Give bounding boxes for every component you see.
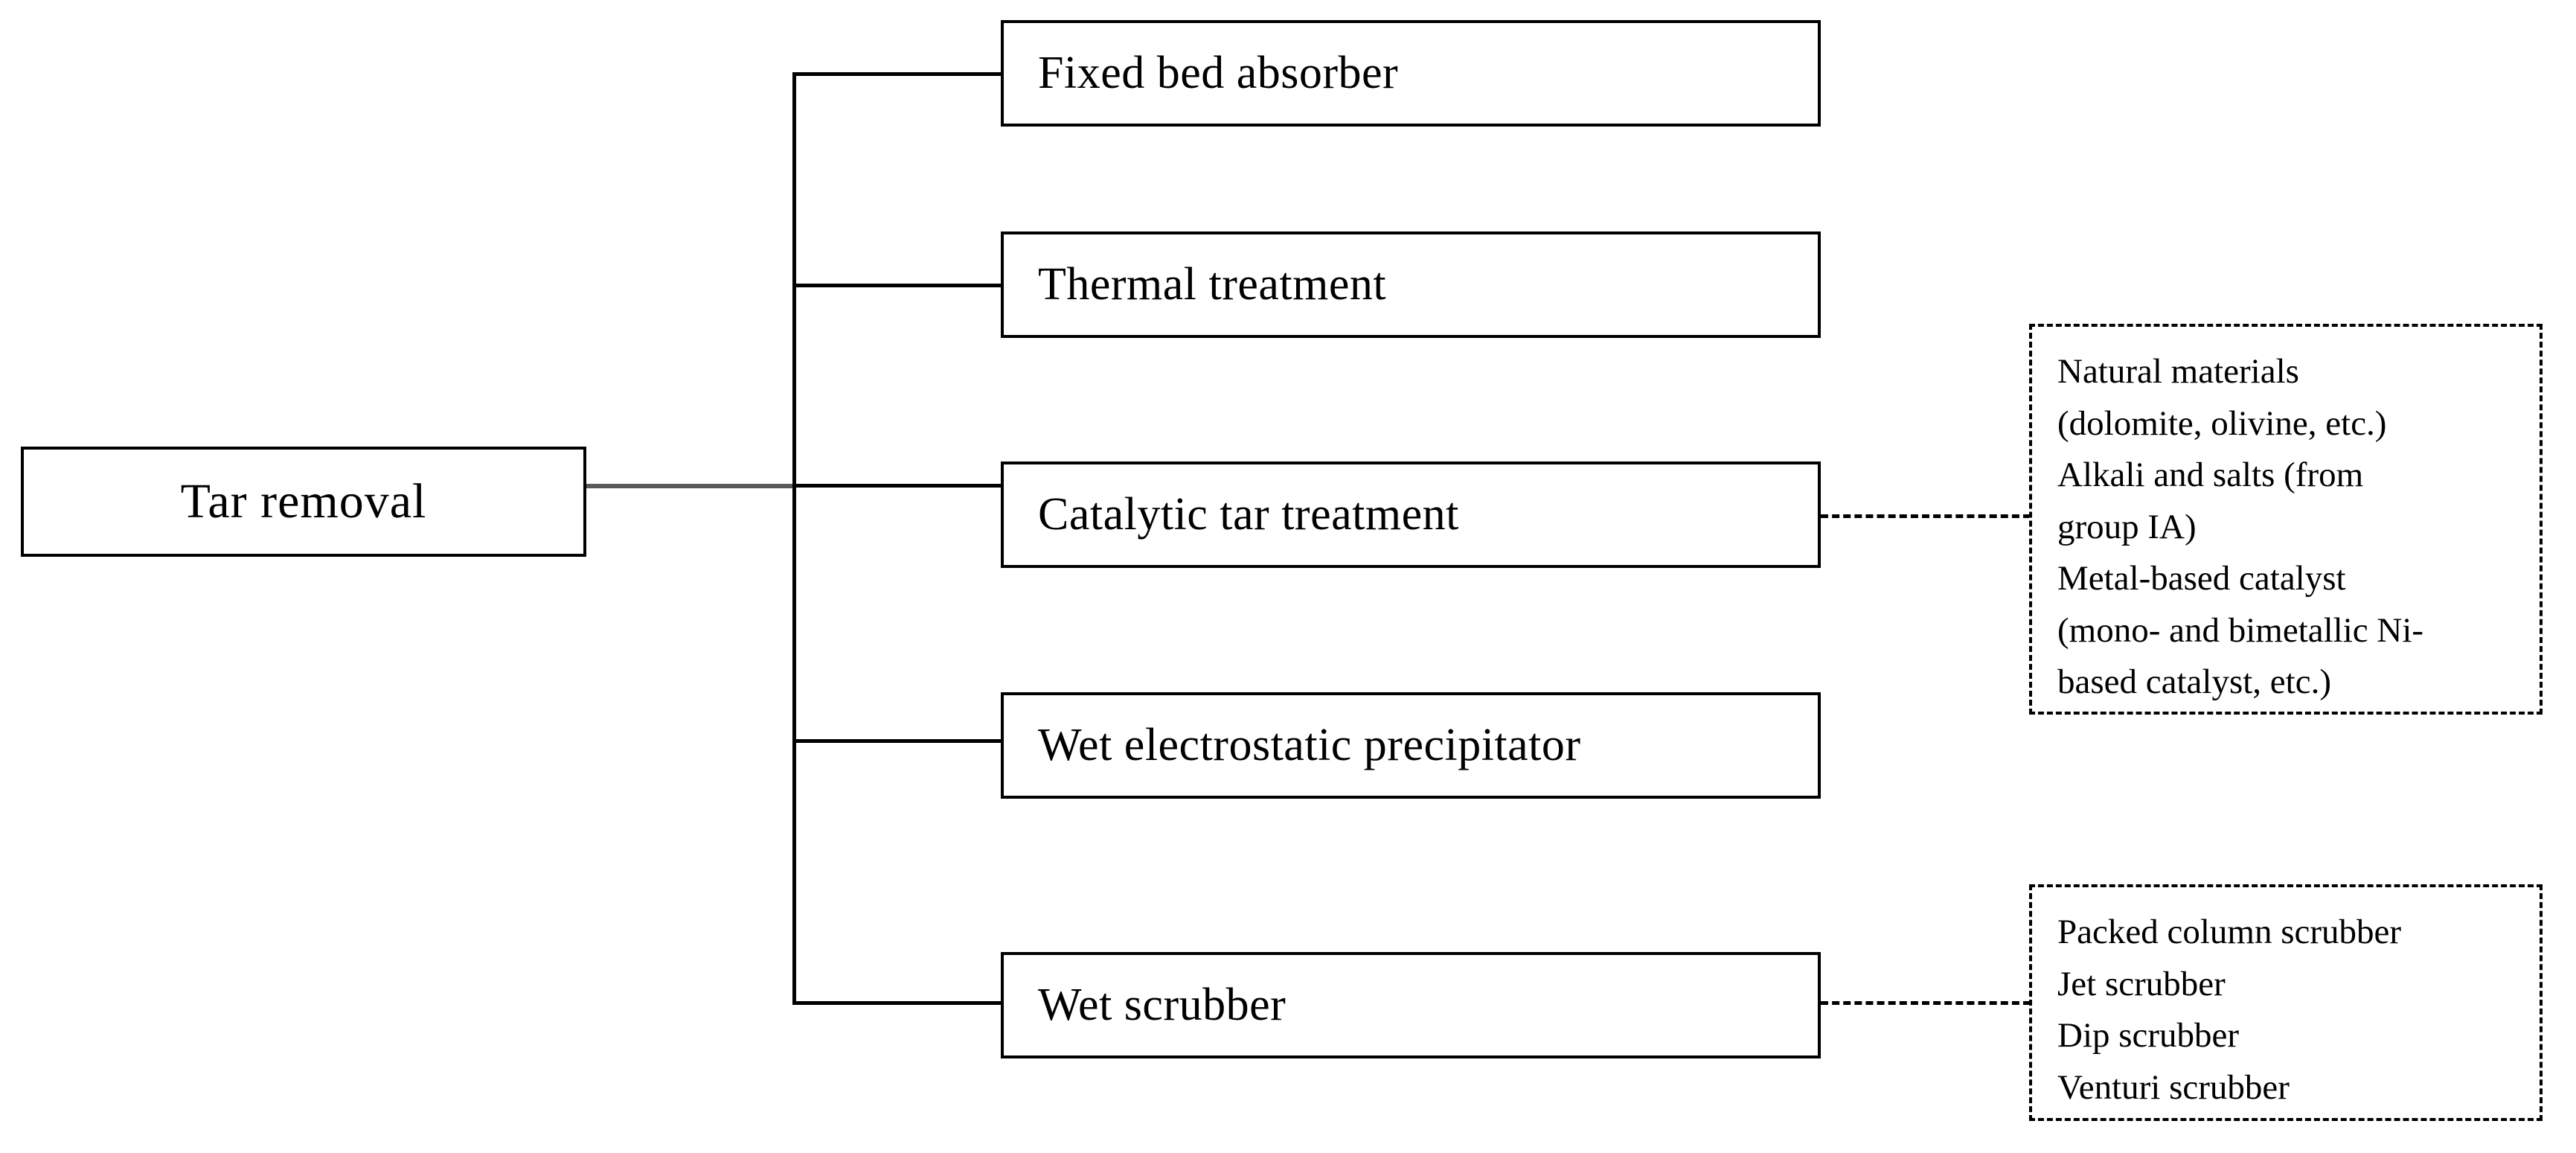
edge-branch-3 [792, 484, 1001, 488]
detail-line: Packed column scrubber [2057, 913, 2402, 951]
node-label-wet-electrostatic-precipitator: Wet electrostatic precipitator [1038, 719, 1581, 770]
detail-line: Jet scrubber [2057, 964, 2226, 1003]
detail-line: based catalyst, etc.) [2057, 662, 2331, 702]
edge-branch-1 [792, 72, 1001, 76]
edge-root-to-trunk [586, 484, 796, 488]
edge-dashed-catalytic-to-detail [1821, 514, 2031, 518]
node-tar-removal[interactable]: Tar removal [21, 447, 586, 557]
detail-line: group IA) [2057, 507, 2197, 546]
detail-line: Venturi scrubber [2057, 1067, 2290, 1107]
node-label-wet-scrubber: Wet scrubber [1038, 979, 1287, 1030]
detail-line: Dip scrubber [2057, 1016, 2240, 1055]
detail-line: Alkali and salts (from [2057, 456, 2364, 495]
detail-line: Natural materials [2057, 352, 2299, 391]
edge-trunk-vertical [792, 72, 796, 1004]
edge-branch-2 [792, 284, 1001, 287]
node-label-catalytic-tar-treatment: Catalytic tar treatment [1038, 488, 1459, 540]
node-wet-electrostatic-precipitator[interactable]: Wet electrostatic precipitator [1001, 692, 1821, 799]
detail-line: (dolomite, olivine, etc.) [2057, 403, 2387, 443]
node-catalytic-tar-treatment[interactable]: Catalytic tar treatment [1001, 461, 1821, 568]
detail-box-catalysts: Natural materials (dolomite, olivine, et… [2029, 324, 2543, 715]
edge-branch-5 [792, 1001, 1001, 1005]
node-label-tar-removal: Tar removal [180, 474, 427, 529]
node-label-fixed-bed-absorber: Fixed bed absorber [1038, 47, 1399, 98]
edge-dashed-scrubber-to-detail [1821, 1001, 2031, 1005]
node-fixed-bed-absorber[interactable]: Fixed bed absorber [1001, 20, 1821, 127]
detail-line: (mono- and bimetallic Ni- [2057, 610, 2424, 650]
node-thermal-treatment[interactable]: Thermal treatment [1001, 231, 1821, 338]
node-label-thermal-treatment: Thermal treatment [1038, 258, 1387, 310]
detail-box-scrubber-types: Packed column scrubber Jet scrubber Dip … [2029, 884, 2543, 1121]
node-wet-scrubber[interactable]: Wet scrubber [1001, 952, 1821, 1058]
detail-line: Metal-based catalyst [2057, 559, 2346, 598]
edge-branch-4 [792, 739, 1001, 743]
